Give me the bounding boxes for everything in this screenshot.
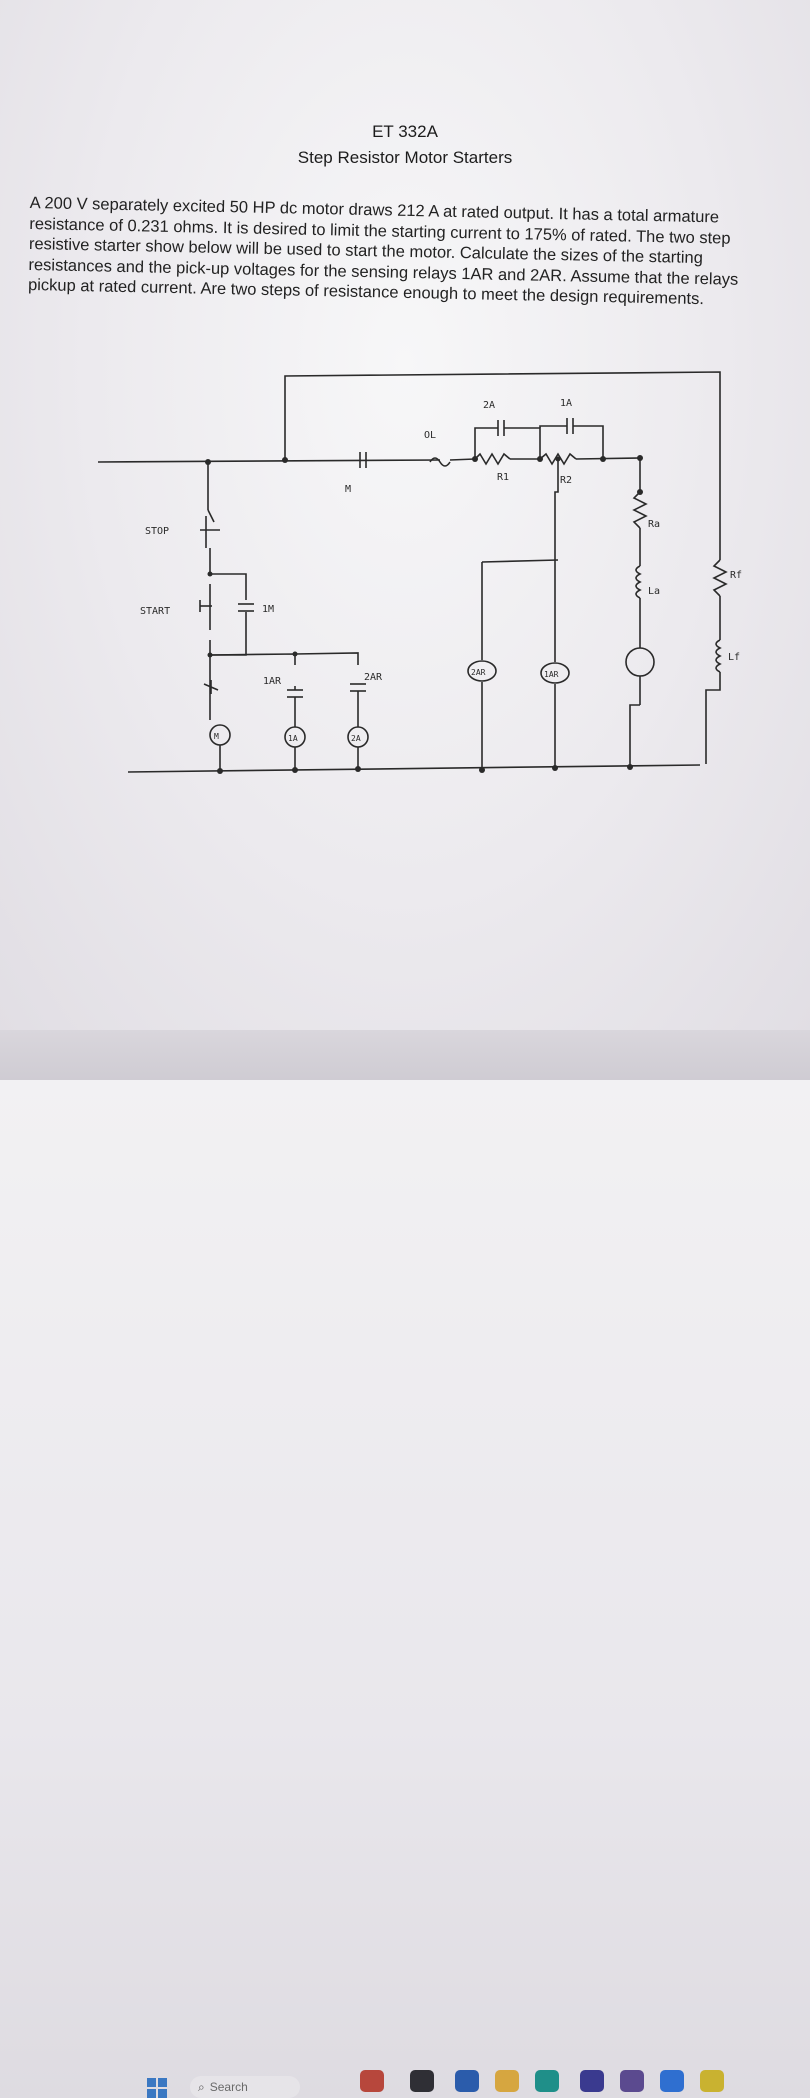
label-1a-top: 1A (560, 398, 572, 409)
taskbar-app-icon[interactable] (360, 2070, 384, 2092)
supply-line-bottom (127, 764, 701, 773)
taskbar-app-icon[interactable] (495, 2070, 519, 2092)
label-relay-1ar: 1AR (544, 670, 559, 679)
label-2a-top: 2A (483, 400, 495, 411)
coil-m-circle (209, 724, 231, 746)
label-2ar-contact: 2AR (364, 672, 383, 683)
resistor-r2 (539, 452, 577, 466)
label-start: START (140, 606, 170, 617)
label-1m: 1M (262, 604, 274, 615)
label-la: La (648, 586, 660, 597)
monitor-screen: ET 332A Step Resistor Motor Starters A 2… (0, 0, 810, 1040)
relay-1ar-tap (554, 459, 559, 662)
search-placeholder: Search (209, 2080, 248, 2094)
armature-resistor (632, 491, 648, 529)
resistor-r1 (474, 452, 511, 466)
supply-line-top (97, 459, 441, 463)
label-ol: OL (424, 430, 436, 441)
relay-1ar-coil (540, 662, 570, 684)
taskbar: ⌕ Search (0, 1030, 810, 2098)
taskbar-app-icon[interactable] (620, 2070, 644, 2092)
relay-2ar-coil (467, 660, 497, 682)
windows-start-icon[interactable] (147, 2078, 167, 2098)
label-lf: Lf (728, 652, 740, 663)
label-stop: STOP (145, 526, 169, 537)
label-coil-1a: 1A (288, 734, 298, 743)
taskbar-app-icon[interactable] (455, 2070, 479, 2092)
label-coil-m: M (214, 732, 219, 741)
taskbar-app-icon[interactable] (700, 2070, 724, 2092)
field-loop (284, 371, 721, 560)
label-coil-2a: 2A (351, 734, 361, 743)
label-rf: Rf (730, 570, 742, 581)
taskbar-app-icon[interactable] (410, 2070, 434, 2092)
document-title: Step Resistor Motor Starters (297, 148, 513, 167)
taskbar-search[interactable]: ⌕ Search (190, 2076, 300, 2098)
armature-motor (625, 647, 655, 677)
field-resistor (712, 559, 728, 597)
overload-element (429, 457, 451, 467)
label-m-contact: M (345, 484, 351, 495)
starter-schematic: STOP START M OL 2A 1A R1 R2 Ra La Rf Lf … (97, 371, 742, 774)
search-icon: ⌕ (198, 2079, 205, 2094)
label-1ar-contact: 1AR (263, 676, 282, 687)
course-code: ET 332A (372, 122, 438, 141)
taskbar-app-icon[interactable] (660, 2070, 684, 2092)
taskbar-app-icon[interactable] (535, 2070, 559, 2092)
taskbar-app-icon[interactable] (580, 2070, 604, 2092)
field-inductor (715, 639, 722, 673)
label-r2: R2 (560, 475, 572, 486)
label-relay-2ar: 2AR (471, 668, 486, 677)
label-r1: R1 (497, 472, 509, 483)
armature-inductor (635, 565, 642, 599)
label-ra: Ra (648, 519, 660, 530)
